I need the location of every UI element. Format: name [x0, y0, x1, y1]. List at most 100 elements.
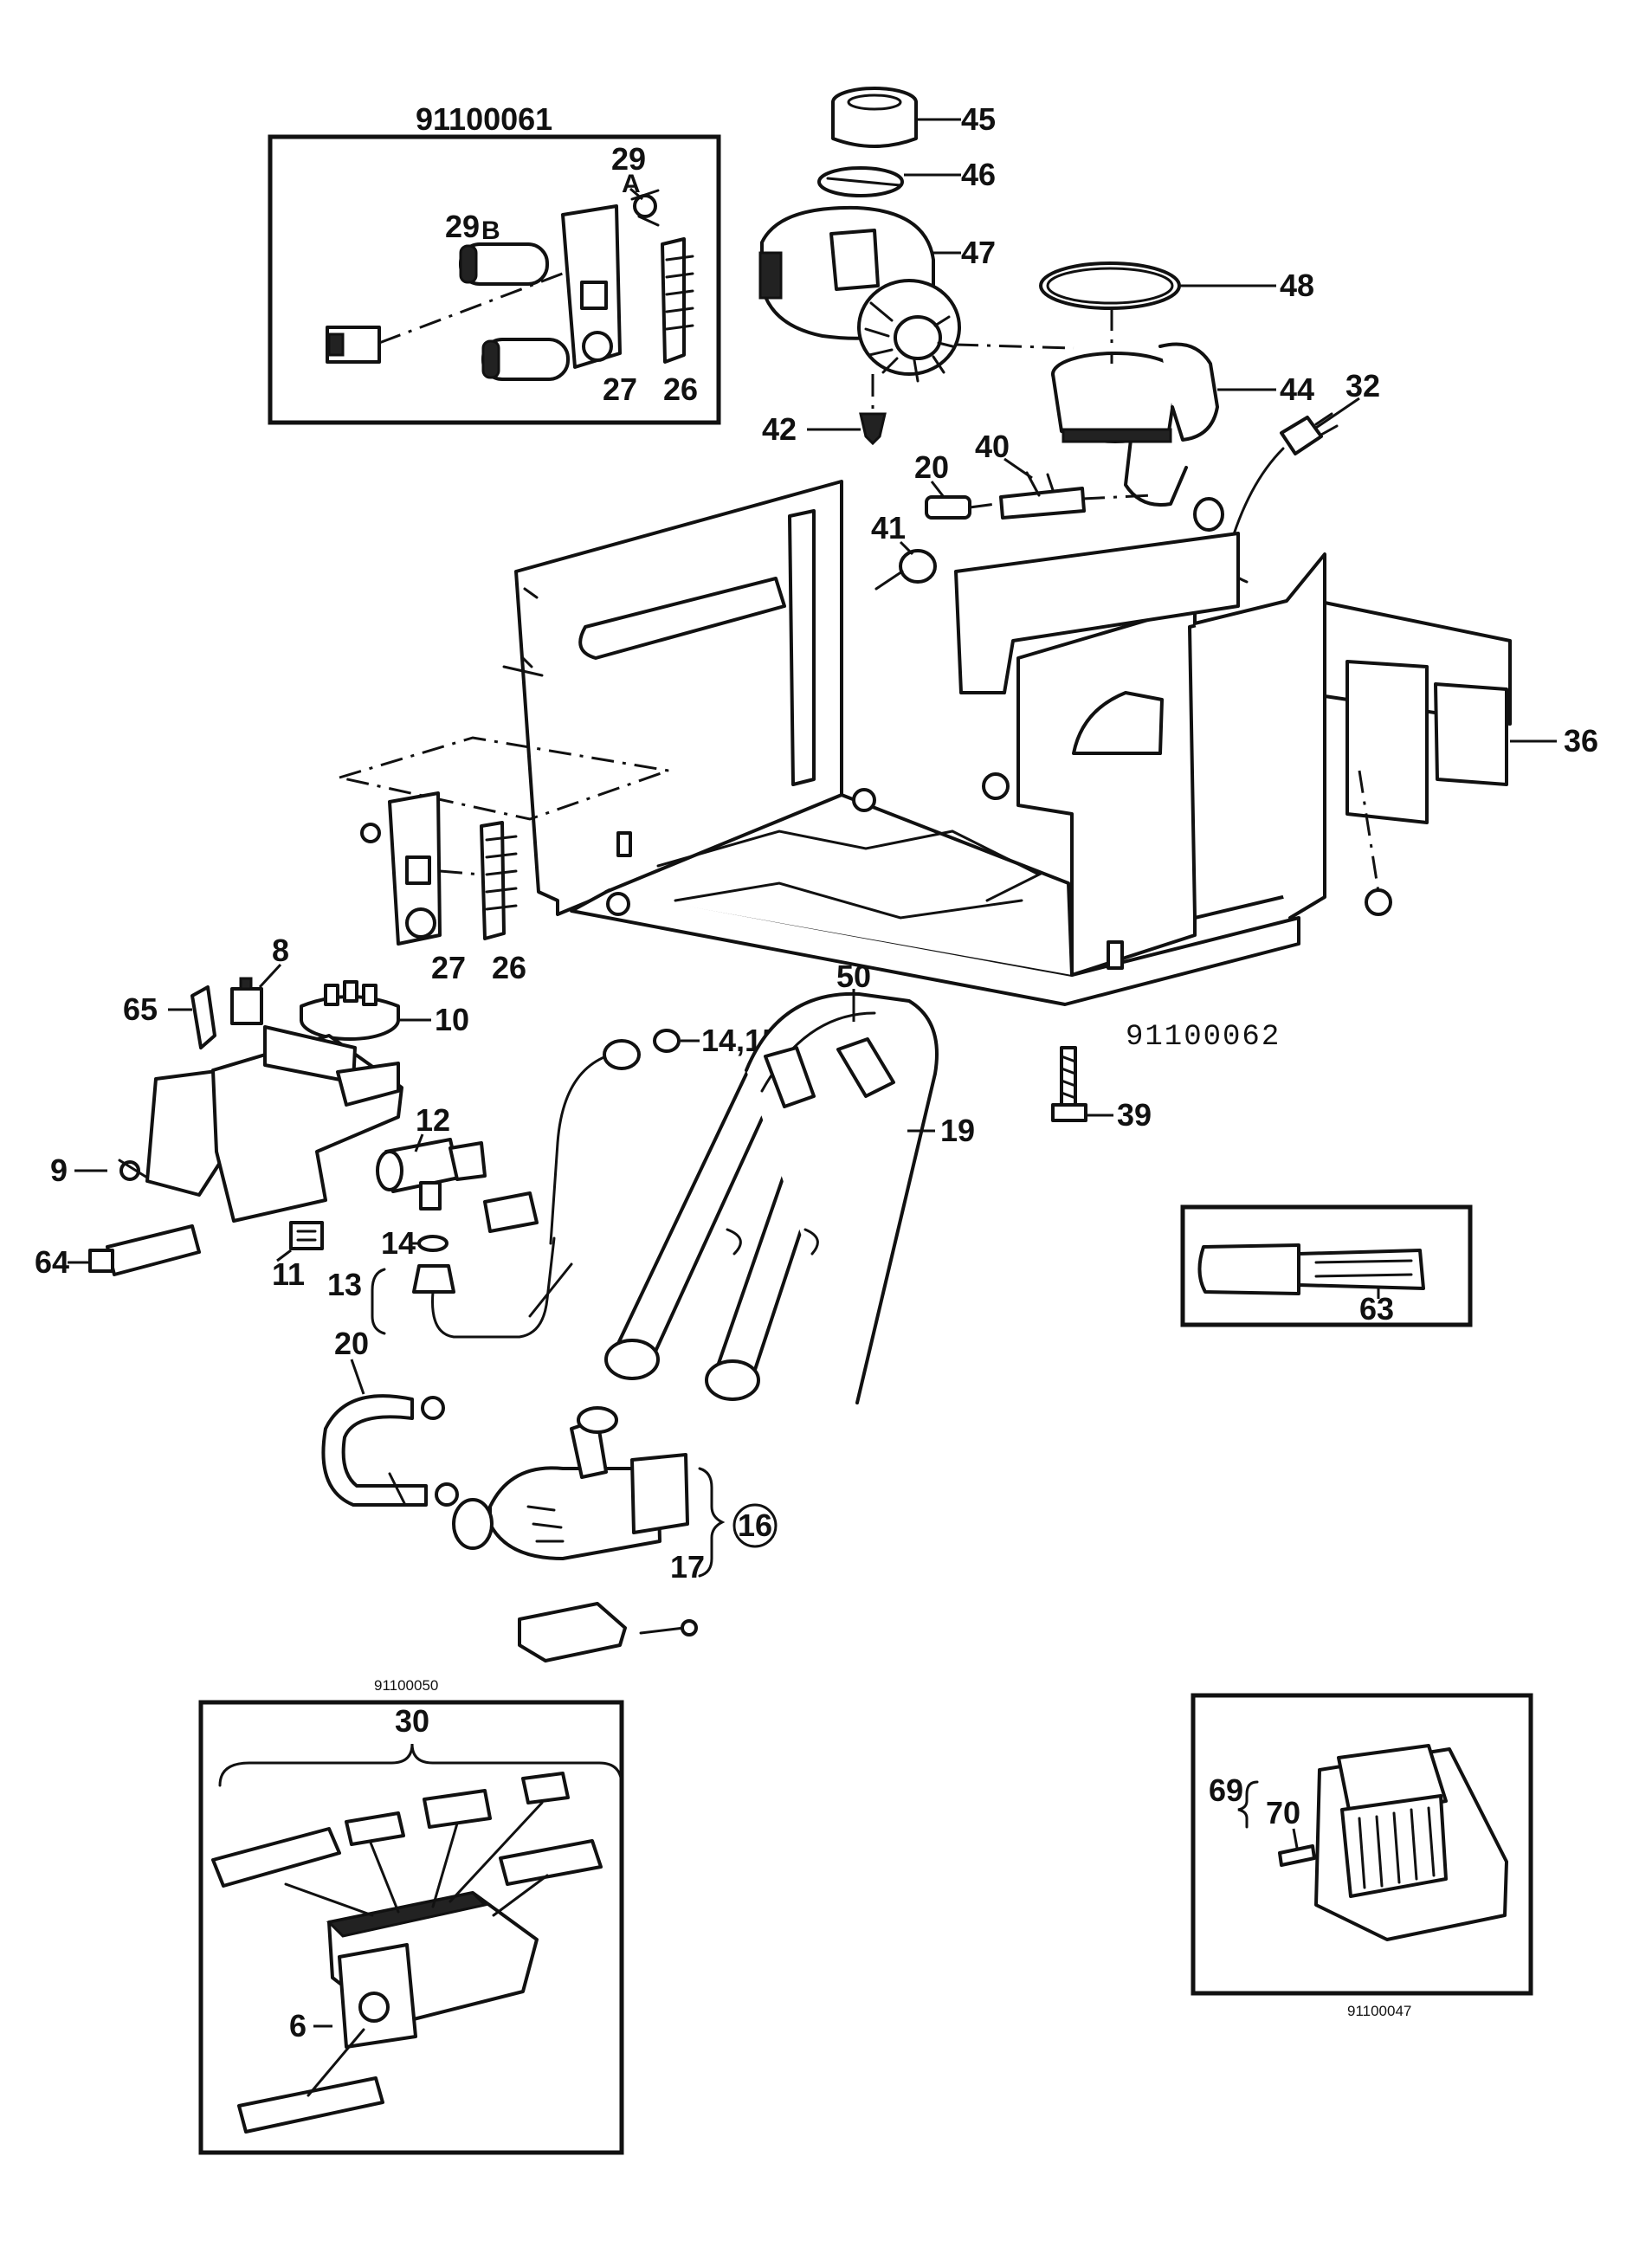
connector-left: [211, 1827, 341, 1888]
callout-64: 64: [35, 1244, 69, 1280]
part-41-grommet: [874, 549, 937, 591]
part-27-bracket-inset: [561, 204, 622, 369]
callout-20: 20: [914, 449, 949, 485]
callout-45: 45: [961, 101, 996, 137]
callout-42: 42: [762, 411, 797, 447]
callout-29: 29: [611, 141, 646, 177]
callout-26: 26: [663, 371, 698, 407]
callout-26: 26: [492, 950, 526, 985]
part-29a-sensor: [630, 189, 660, 227]
part-control-bracket: [118, 1025, 403, 1223]
callout-46: 46: [961, 157, 996, 192]
callout-29: 29: [445, 209, 480, 244]
callout-41: 41: [871, 510, 906, 546]
callout-16: 16: [738, 1507, 772, 1543]
callout-10: 10: [435, 1002, 469, 1037]
callout-17: 17: [670, 1549, 705, 1585]
connector-small: [521, 1772, 570, 1804]
dash-line-inset: [378, 268, 572, 345]
connector-middle-b: [423, 1789, 492, 1829]
part-46-hose-clamp: [817, 166, 904, 197]
part-20-drain-hose: [321, 1394, 459, 1507]
callout-69: 69: [1209, 1772, 1243, 1808]
callout-8: 8: [272, 933, 289, 968]
figure-code-main: 91100062: [1126, 1021, 1281, 1054]
part-8-switch: [230, 977, 263, 1025]
callout-20: 20: [334, 1326, 369, 1361]
part-70-fuse: [1278, 1844, 1316, 1867]
callout-32: 32: [1345, 368, 1380, 403]
part-20-small-hose-top: [925, 495, 971, 520]
callout-36: 36: [1564, 723, 1598, 759]
part-12-valve: [376, 1138, 487, 1210]
brace-69: [1237, 1780, 1259, 1829]
callout-30: 30: [395, 1703, 429, 1739]
part-10-pressure-switch: [300, 980, 400, 1041]
part-13-hose-fitting: [412, 1236, 556, 1339]
figure-code-inset-bottom-left: 91100050: [374, 1677, 438, 1694]
part-27-bracket: [360, 791, 442, 946]
callout-29-suffix: A: [622, 170, 641, 198]
part-main-chassis: [502, 480, 1512, 1006]
figure-code-inset-top: 91100061: [416, 101, 552, 137]
part-capacitor-lower: [481, 338, 570, 381]
part-29b-capacitor: [459, 242, 549, 286]
connector-right: [499, 1839, 603, 1886]
inset-frame-top: [268, 134, 721, 425]
part-14-15-seal: [653, 1029, 681, 1053]
callout-13: 13: [327, 1267, 362, 1302]
connector-bottom: [237, 2076, 384, 2134]
inset-frame-bottom-right: [1191, 1693, 1533, 1996]
brace-16-17: [698, 1467, 726, 1578]
part-17-bracket: [518, 1602, 698, 1662]
callout-circle-16: [732, 1503, 778, 1548]
callout-27: 27: [431, 950, 466, 985]
callout-48: 48: [1280, 268, 1314, 303]
part-16-drain-pump: [452, 1406, 689, 1560]
part-26-terminal: [480, 821, 518, 940]
inset-box-connectors: 91100050 30 6: [198, 1677, 624, 2155]
inset-frame-bottom-left: [198, 1700, 624, 2155]
part-45-sleeve: [831, 87, 918, 148]
inset-box-tool: 63: [1180, 1204, 1473, 1327]
callout-11: 11: [272, 1256, 305, 1292]
callout-14: 14: [381, 1225, 416, 1261]
part-40-connector: [999, 471, 1086, 520]
part-26-terminal-inset: [661, 237, 694, 364]
part-47-circulation-pump: [758, 205, 961, 383]
callout-39: 39: [1117, 1097, 1152, 1133]
part-65-clip: [190, 985, 216, 1049]
part-39-bolt: [1051, 1046, 1087, 1122]
callout-70: 70: [1266, 1795, 1300, 1830]
callout-6: 6: [289, 2008, 307, 2043]
part-42-plug: [859, 412, 887, 446]
inset-frame-63: [1180, 1204, 1473, 1327]
part-19-hose-pair: [604, 991, 939, 1404]
callout-19: 19: [940, 1113, 975, 1148]
brace-30: [218, 1743, 623, 1787]
callout-47: 47: [961, 235, 996, 270]
dash-outline-mount: [339, 736, 669, 821]
callout-27: 27: [603, 371, 637, 407]
callout-9: 9: [50, 1152, 68, 1188]
part-14-washer: [417, 1235, 448, 1252]
callout-44: 44: [1280, 371, 1314, 407]
brace-13: [371, 1268, 386, 1335]
part-64-retainer: [88, 1224, 201, 1276]
callout-65: 65: [123, 991, 158, 1027]
figure-code-inset-bottom-right: 91100047: [1347, 2003, 1411, 2019]
part-11-filter-pad: [289, 1221, 324, 1250]
part-44-sump: [1051, 342, 1219, 507]
callout-40: 40: [975, 429, 1010, 464]
part-clip: [1193, 497, 1224, 532]
part-pressure-tube: [483, 1039, 641, 1318]
part-relay-block: [326, 326, 381, 364]
callout-63: 63: [1359, 1291, 1394, 1327]
callout-29-suffix: B: [481, 216, 500, 245]
callout-50: 50: [836, 959, 871, 994]
callout-12: 12: [416, 1102, 450, 1138]
part-69-transformer: [1314, 1744, 1508, 1941]
part-32-power-cord: [1224, 412, 1339, 584]
